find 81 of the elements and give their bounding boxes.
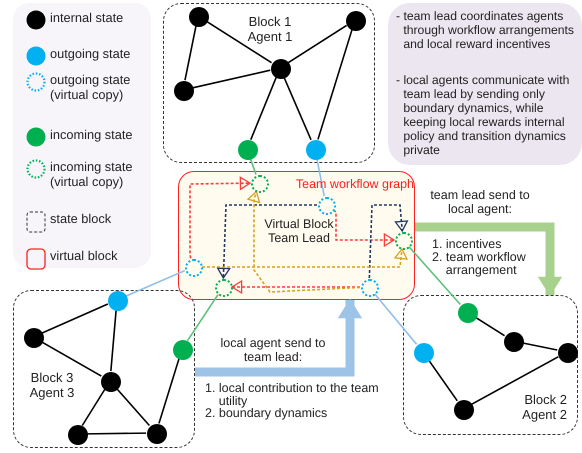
graph-edge	[471, 356, 559, 405]
edge-label: team lead send to local agent:	[429, 189, 531, 216]
note-panel	[388, 3, 582, 165]
graph-title: Team workflow graph	[294, 177, 414, 192]
state-circle	[189, 7, 209, 27]
graph-edge	[86, 432, 146, 435]
state-circle	[346, 11, 366, 31]
graph-edge	[82, 389, 106, 426]
graph-edge	[250, 76, 277, 140]
graph-edge	[428, 360, 458, 402]
virtual-state-circle	[361, 279, 379, 297]
legend-label: incoming state (virtual copy)	[50, 160, 134, 190]
leader-line	[186, 294, 219, 342]
state-circle	[147, 424, 167, 444]
virtual-block	[178, 171, 415, 300]
note-text: - team lead coordinates agents through workflow arrangements and local reward incentives	[396, 9, 576, 52]
state-circle	[454, 400, 474, 420]
state-circle	[271, 59, 291, 79]
graph-edge	[192, 69, 270, 89]
workflow-arrow	[368, 204, 408, 278]
workflow-arrow	[202, 248, 408, 268]
block-label: Virtual Block Team Lead	[263, 217, 335, 246]
message-arrow	[195, 299, 362, 376]
graph-edge	[184, 26, 197, 80]
state-block	[163, 3, 375, 163]
leader-line	[374, 293, 418, 345]
legend-label: virtual block	[50, 249, 119, 264]
graph-edge	[41, 341, 102, 377]
state-circle	[458, 303, 478, 323]
list-item: 1. incentives	[432, 238, 502, 252]
state-circle	[504, 332, 524, 352]
message-arrow	[415, 222, 562, 296]
block-label: Block 1 Agent 1	[246, 15, 294, 45]
state-circle	[108, 291, 128, 311]
list-item: 1. local contribution to the team utility	[205, 382, 380, 408]
graph-edge	[42, 303, 108, 334]
workflow-arrow	[231, 280, 360, 294]
workflow-arrow	[332, 210, 395, 247]
block-label: Block 2 Agent 2	[521, 393, 567, 423]
state-circle	[414, 343, 434, 363]
legend-label: outgoing state	[50, 47, 132, 62]
workflow-arrow	[189, 176, 251, 258]
edge-label: local agent send to team lead:	[220, 337, 326, 364]
block-label: Block 3 Agent 3	[28, 371, 76, 401]
graph-edge	[158, 358, 180, 424]
state-circle	[306, 140, 326, 160]
legend-label: outgoing state (virtual copy)	[50, 73, 132, 102]
graph-edge	[288, 24, 347, 64]
state-block	[13, 290, 195, 448]
graph-edge	[110, 310, 117, 372]
leader-line	[408, 246, 461, 306]
legend-label: internal state	[50, 11, 124, 26]
note-text: - local agents communicate with team lead by sending only boundary dynamics, while keeping local rewards internal policy and transition dynamics private	[396, 73, 570, 158]
state-circle	[68, 425, 88, 445]
workflow-arrow	[247, 190, 360, 293]
graph-edge	[475, 316, 505, 336]
state-circle	[24, 328, 44, 348]
virtual-state-circle	[215, 279, 233, 297]
state-circle	[238, 140, 258, 160]
virtual-state-circle	[251, 175, 269, 193]
virtual-state-circle	[318, 197, 336, 215]
state-circle	[173, 340, 193, 360]
leader-line	[316, 158, 326, 196]
legend-label: incoming state	[50, 128, 134, 143]
graph-edge	[206, 20, 272, 64]
list-item: 2. boundary dynamics	[205, 407, 328, 420]
graph-edge	[317, 29, 353, 140]
list-item: 2. team workflow arrangement	[432, 251, 527, 278]
graph-edge	[116, 388, 150, 426]
leader-line	[250, 158, 257, 175]
state-circle	[174, 81, 194, 101]
state-circle	[101, 372, 121, 392]
state-block	[403, 295, 578, 435]
leader-line	[126, 270, 186, 297]
virtual-state-circle	[185, 259, 203, 277]
graph-edge	[522, 342, 558, 351]
virtual-state-circle	[395, 232, 413, 250]
graph-edge	[283, 76, 312, 140]
state-circle	[558, 343, 578, 363]
legend-label: state block	[50, 212, 112, 227]
workflow-arrow	[217, 204, 317, 279]
